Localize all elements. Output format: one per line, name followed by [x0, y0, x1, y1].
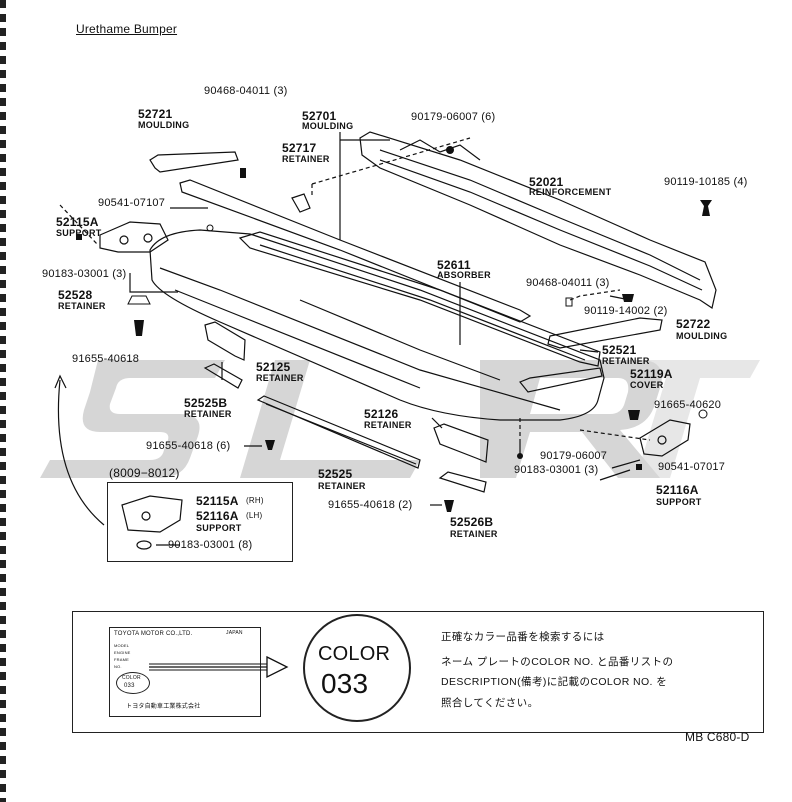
- part-number: 52021: [529, 175, 564, 189]
- inset-box: 52115A (RH) 52116A (LH) SUPPORT 90183-03…: [107, 482, 293, 562]
- inset-bolt: 90183-03001 (8): [168, 539, 253, 551]
- plate-color-word: COLOR: [122, 675, 141, 681]
- part-caption: RETAINER: [450, 529, 498, 539]
- part-number: 52525: [318, 467, 353, 481]
- part-caption: RETAINER: [602, 356, 650, 366]
- part-label: 90119-10185 (4): [664, 176, 748, 188]
- part-number: 52528: [58, 288, 93, 302]
- part-caption: RETAINER: [364, 420, 412, 430]
- part-number: 52717: [282, 141, 317, 155]
- inset-rh-suffix: (RH): [246, 496, 264, 505]
- name-plate: TOYOTA MOTOR CO.,LTD. JAPAN MODEL ENGINE…: [109, 627, 261, 717]
- part-caption: SUPPORT: [56, 228, 102, 238]
- part-number: 52526B: [450, 515, 494, 529]
- part-caption: RETAINER: [282, 154, 330, 164]
- part-number: 52721: [138, 107, 173, 121]
- diagram-code: MB C680-D: [685, 730, 750, 744]
- part-label: 90468-04011 (3): [526, 277, 610, 289]
- part-number: 52119A: [630, 367, 673, 381]
- inset-range: (8009−8012): [109, 466, 180, 480]
- part-label: 90541-07107: [98, 197, 166, 209]
- dashed-margin: [0, 0, 6, 802]
- part-caption: RETAINER: [58, 301, 106, 311]
- plate-country: JAPAN: [226, 630, 243, 636]
- part-caption: ABSORBER: [437, 270, 491, 280]
- part-number: 52115A: [56, 215, 99, 229]
- plate-color-code: 033: [124, 683, 135, 689]
- note-line: 正確なカラー品番を検索するには: [441, 631, 605, 643]
- part-caption: REINFORCEMENT: [529, 187, 612, 197]
- plate-company: TOYOTA MOTOR CO.,LTD.: [114, 631, 193, 637]
- part-label: 90119-14002 (2): [584, 305, 668, 317]
- color-note-box: TOYOTA MOTOR CO.,LTD. JAPAN MODEL ENGINE…: [72, 611, 764, 733]
- part-label: 90179-06007: [540, 450, 608, 462]
- inset-rh-number: 52115A: [196, 494, 239, 508]
- part-caption: MOULDING: [302, 121, 354, 131]
- diagram-title: Urethame Bumper: [76, 22, 178, 36]
- part-label: 90468-04011 (3): [204, 85, 288, 97]
- part-label: 90183-03001 (3): [514, 464, 599, 476]
- part-caption: RETAINER: [184, 409, 232, 419]
- part-caption: MOULDING: [676, 331, 728, 341]
- part-number: 52722: [676, 317, 711, 331]
- inset-lh-suffix: (LH): [246, 511, 263, 520]
- part-label: 90183-03001 (3): [42, 268, 127, 280]
- plate-row: MODEL: [114, 643, 130, 648]
- part-number: 52521: [602, 343, 637, 357]
- inset-caption: SUPPORT: [196, 523, 242, 533]
- part-caption: RETAINER: [318, 481, 366, 491]
- part-label: 91655-40618 (6): [146, 440, 231, 452]
- part-label: 91655-40618: [72, 353, 140, 365]
- inset-lh-number: 52116A: [196, 509, 239, 523]
- part-caption: COVER: [630, 380, 664, 390]
- pointer-arrow-icon: [149, 655, 289, 679]
- part-number: 52116A: [656, 483, 699, 497]
- note-line: DESCRIPTION(備考)に記載のCOLOR NO. を: [441, 676, 668, 688]
- plate-row: FRAME: [114, 657, 129, 662]
- note-line: ネーム プレートのCOLOR NO. と品番リストの: [441, 656, 674, 668]
- color-word: COLOR: [318, 643, 391, 665]
- part-number: 52126: [364, 407, 399, 421]
- part-label: 91665-40620: [654, 399, 722, 411]
- color-code-circle: COLOR 033: [303, 614, 411, 722]
- part-number: 52701: [302, 109, 337, 123]
- part-number: 52611: [437, 258, 471, 272]
- part-caption: RETAINER: [256, 373, 304, 383]
- part-caption: MOULDING: [138, 120, 190, 130]
- part-number: 52125: [256, 360, 291, 374]
- part-label: 91655-40618 (2): [328, 499, 413, 511]
- plate-color-oval: [116, 672, 150, 694]
- plate-row: NO.: [114, 664, 122, 669]
- part-caption: SUPPORT: [656, 497, 702, 507]
- color-code: 033: [321, 668, 369, 699]
- part-label: 90541-07017: [658, 461, 726, 473]
- part-label: 90179-06007 (6): [411, 111, 496, 123]
- plate-footer: トヨタ自動車工業株式会社: [126, 704, 201, 710]
- plate-row: ENGINE: [114, 650, 131, 655]
- part-number: 52525B: [184, 396, 228, 410]
- note-line: 照合してください。: [441, 697, 539, 709]
